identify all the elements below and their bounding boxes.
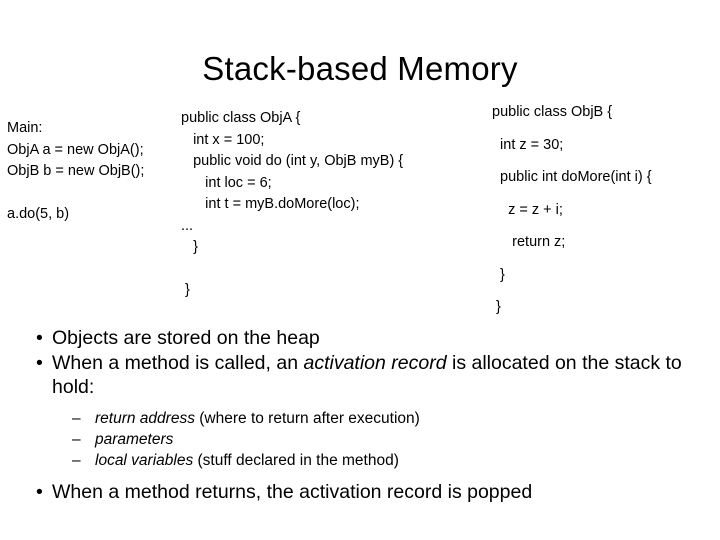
list-item-label: Objects are stored on the heap xyxy=(52,326,710,350)
code-line: } xyxy=(492,299,501,315)
bullet-list: • Objects are stored on the heap • When a m… xyxy=(26,326,710,505)
code-line: } xyxy=(181,239,198,255)
code-line: ObjB b = new ObjB(); xyxy=(7,163,145,179)
plain-text: (stuff declared in the method) xyxy=(193,452,399,469)
plain-text: (where to return after execution) xyxy=(194,410,420,427)
code-line: a.do(5, b) xyxy=(7,206,70,222)
sub-list-item: –parameters xyxy=(72,429,710,450)
code-line: int z = 30; xyxy=(492,136,564,153)
bullet-icon: • xyxy=(36,481,43,503)
emphasis-text: return address xyxy=(95,410,195,427)
page-title: Stack-based Memory xyxy=(202,50,518,88)
list-item-label: When a method returns, the activation re… xyxy=(52,480,710,504)
list-item: • Objects are stored on the heap xyxy=(26,326,710,350)
code-line: public class ObjB { xyxy=(492,104,613,120)
code-line: } xyxy=(181,282,190,298)
emphasis-text: local variables xyxy=(95,452,194,469)
sub-list-item-label: local variables (stuff declared in the m… xyxy=(95,450,710,471)
sub-list-item-label: return address (where to return after ex… xyxy=(95,408,710,429)
list-item-label: When a method is called, an activation r… xyxy=(52,351,710,399)
code-line: public int doMore(int i) { xyxy=(492,169,652,185)
sub-list: –return address (where to return after e… xyxy=(72,408,710,471)
sub-list-item: –local variables (stuff declared in the … xyxy=(72,450,710,471)
code-line: int t = myB.doMore(loc); xyxy=(181,196,360,212)
plain-text: When a method returns, the activation re… xyxy=(52,481,533,503)
code-line: } xyxy=(492,266,505,283)
code-line: int loc = 6; xyxy=(181,174,272,191)
code-line xyxy=(181,259,403,281)
sub-list-item: –return address (where to return after e… xyxy=(72,408,710,429)
main-code-block: Main: ObjA a = new ObjA(); ObjB b = new Ob… xyxy=(7,118,144,226)
plain-text: When a method is called, an xyxy=(52,352,304,374)
obja-code-block: public class ObjA { int x = 100; public … xyxy=(181,108,403,302)
bullet-icon: • xyxy=(36,327,43,349)
code-line: Main: xyxy=(7,120,43,136)
dash-icon: – xyxy=(72,410,81,427)
sub-list-item-label: parameters xyxy=(95,429,710,450)
list-item: • When a method is called, an activation … xyxy=(26,351,710,399)
list-item: • When a method returns, the activation r… xyxy=(26,480,710,504)
code-line: int x = 100; xyxy=(181,131,265,148)
bullet-icon: • xyxy=(36,352,43,374)
objb-code-block: public class ObjB { int z = 30; public i… xyxy=(492,96,652,324)
code-line: ObjA a = new ObjA(); xyxy=(7,141,144,158)
code-line: ... xyxy=(181,217,194,234)
emphasis-text: activation record xyxy=(303,352,447,374)
code-line: return z; xyxy=(492,234,566,250)
dash-icon: – xyxy=(72,431,81,448)
plain-text: Objects are stored on the heap xyxy=(52,327,320,349)
emphasis-text: parameters xyxy=(95,431,174,448)
plain-text: is allocated on the stack to hold: xyxy=(52,352,682,398)
code-line: public void do (int y, ObjB myB) { xyxy=(181,153,404,169)
code-line: public class ObjA { xyxy=(181,110,301,126)
code-line xyxy=(7,183,144,205)
code-line: z = z + i; xyxy=(492,201,563,218)
dash-icon: – xyxy=(72,452,81,469)
